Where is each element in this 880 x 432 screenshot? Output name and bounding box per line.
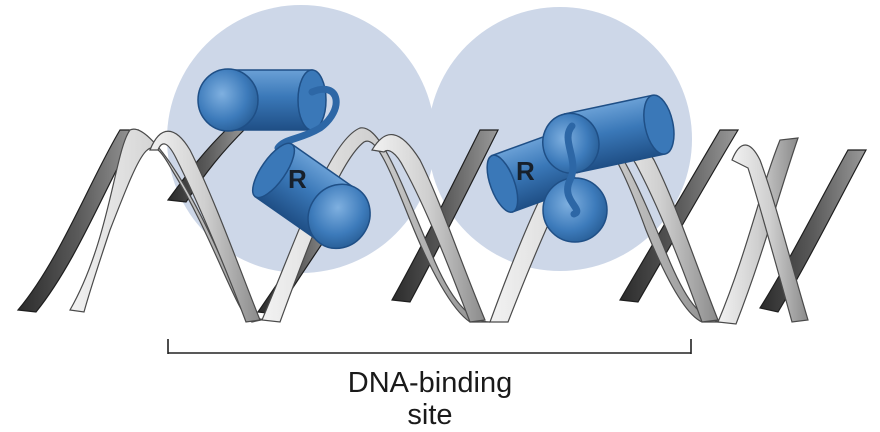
repressor-left: R <box>197 68 371 250</box>
binding-site-bracket <box>167 339 692 354</box>
helix-loop-left <box>274 85 340 152</box>
binding-site-label-line1: DNA-binding <box>348 367 512 399</box>
binding-site-label-line2: site <box>407 399 452 431</box>
repressor-right: R <box>486 94 675 243</box>
protein-label-left: R <box>288 164 307 194</box>
helix-cylinder-lower-left <box>251 142 371 250</box>
helix-loop-right <box>564 122 581 218</box>
protein-label-right: R <box>516 156 535 186</box>
helix-cylinder-upper-left <box>197 68 327 132</box>
